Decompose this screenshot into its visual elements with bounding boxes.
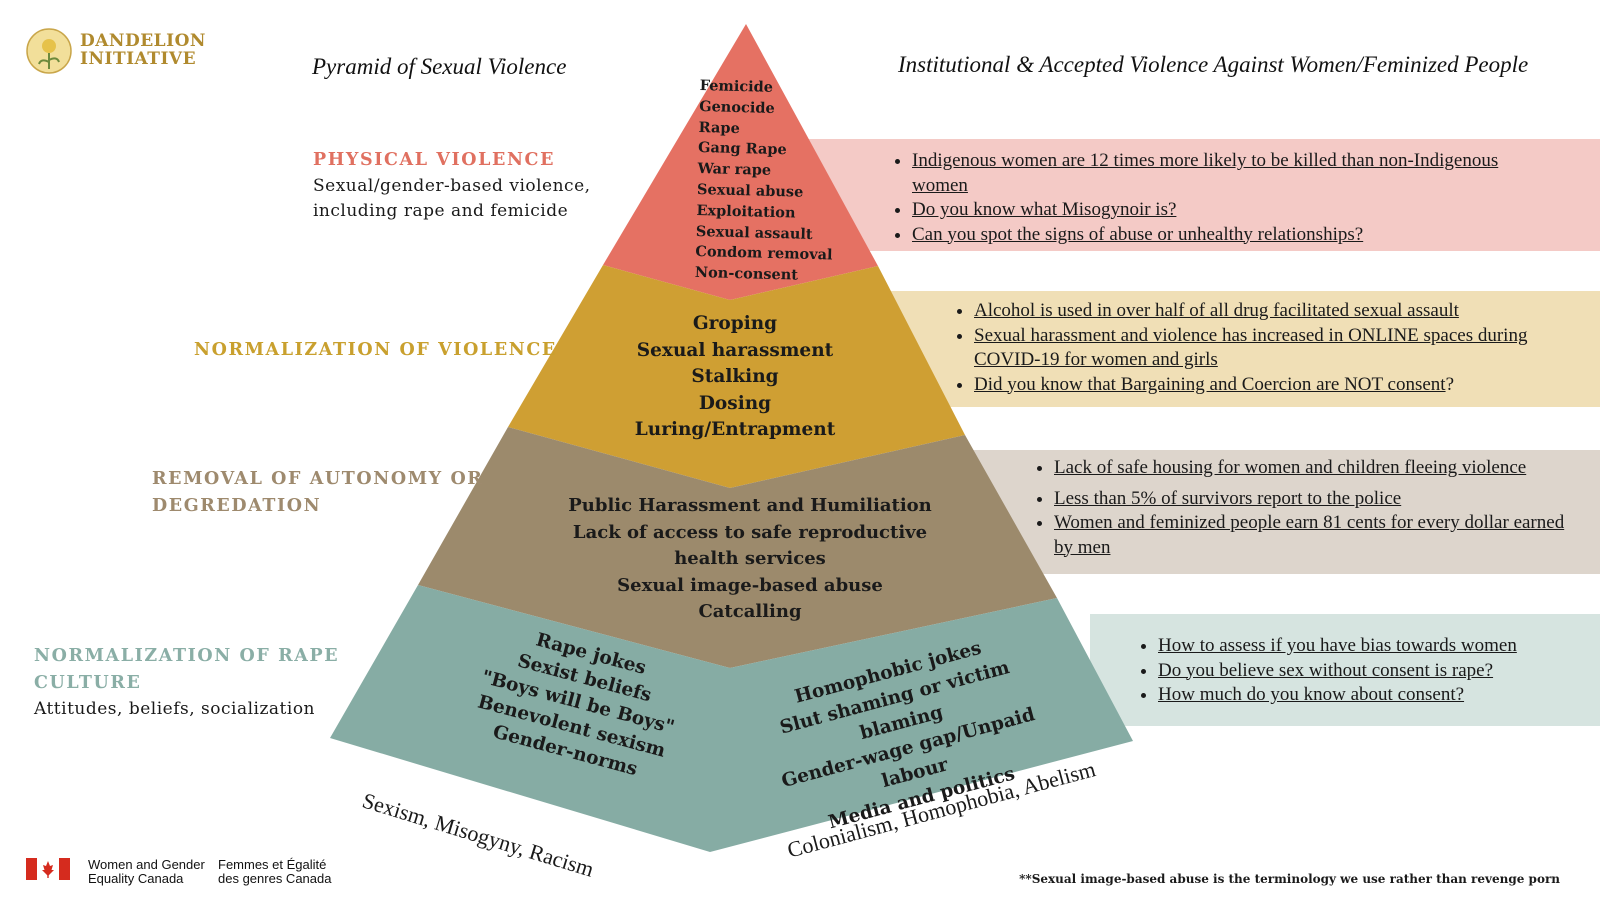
canada-flag-icon [26,858,70,880]
pyramid-tier-base [330,585,1133,852]
info-band-normalization: Alcohol is used in over half of all drug… [880,291,1600,407]
category-title: CULTURE [34,673,142,693]
tier-item: Sexual image-based abuse [617,574,883,596]
link-item[interactable]: Do you believe sex without consent is ra… [1158,659,1578,684]
diagram-title: Pyramid of Sexual Violence [312,54,567,79]
category-title: REMOVAL OF AUTONOMY OR [152,469,484,489]
link-item[interactable]: Lack of safe housing for women and child… [1054,456,1574,481]
info-band-autonomy: Lack of safe housing for women and child… [960,450,1600,574]
link-item[interactable]: Did you know that Bargaining and Coercio… [974,373,1574,398]
link-item[interactable]: Can you spot the signs of abuse or unhea… [912,223,1552,248]
gov-name-french: Femmes et Égalité des genres Canada [218,858,331,886]
tier-item: Non-consent [694,264,799,284]
tier-item: Luring/Entrapment [634,419,836,440]
tier-item: Lack of access to safe reproductive [572,521,928,543]
category-title: PHYSICAL VIOLENCE [313,150,556,170]
gov-name-english: Women and Gender Equality Canada [88,858,205,886]
category-removal-autonomy: REMOVAL OF AUTONOMY OR DEGREDATION [152,466,483,520]
link-item[interactable]: Do you know what Misogynoir is? [912,198,1552,223]
tier-item: Catcalling [698,601,802,622]
tier-item: Sexual harassment [636,339,834,361]
logo-wordmark: DANDELION INITIATIVE [80,32,206,68]
category-desc: Sexual/gender-based violence, [313,176,591,196]
link-list-normalization: Alcohol is used in over half of all drug… [974,299,1574,397]
tier-item: Genocide [698,97,775,117]
tier-third-list: Public Harassment and Humiliation Lack o… [560,493,940,626]
link-item[interactable]: Sexual harassment and violence has incre… [974,324,1574,373]
tier-item: Public Harassment and Humiliation [568,495,932,516]
category-desc: Attitudes, beliefs, socialization [34,699,316,719]
tier-item: Groping [692,313,778,334]
tier-item: health services [674,548,826,569]
gov-line: des genres Canada [218,871,332,886]
pyramid-tier-second [508,265,965,488]
logo-line-1: DANDELION [80,31,206,51]
link-item[interactable]: How much do you know about consent? [1158,683,1578,708]
link-list-rape-culture: How to assess if you have bias towards w… [1158,634,1578,708]
category-title: DEGREDATION [152,496,322,516]
tier-item: Stalking [691,366,779,387]
category-normalization-violence: NORMALIZATION OF VIOLENCE [194,340,557,360]
gov-line: Women and Gender [88,857,205,872]
dandelion-logo-icon [26,28,72,74]
info-band-rape-culture: How to assess if you have bias towards w… [1090,614,1600,726]
info-band-physical: Indigenous women are 12 times more likel… [800,139,1600,251]
footnote: **Sexual image-based abuse is the termin… [1019,872,1560,886]
link-item[interactable]: Less than 5% of survivors report to the … [1054,487,1574,512]
logo-line-2: INITIATIVE [80,49,197,69]
link-suffix: ? [1445,373,1454,395]
link-item[interactable]: Indigenous women are 12 times more likel… [912,149,1552,198]
gov-line: Femmes et Égalité [218,857,327,872]
tier-item: Dosing [698,392,772,414]
link-item[interactable]: How to assess if you have bias towards w… [1158,634,1578,659]
link-item[interactable]: Women and feminized people earn 81 cents… [1054,511,1574,560]
tier-top-list: Femicide Genocide Rape Gang Rape War rap… [695,76,838,287]
gov-line: Equality Canada [88,871,184,886]
link-text[interactable]: Did you know that Bargaining and Coercio… [974,373,1446,395]
category-desc: including rape and femicide [313,201,569,221]
pyramid-tier-third [418,427,1057,668]
link-list-autonomy: Lack of safe housing for women and child… [1054,456,1574,560]
link-list-physical: Indigenous women are 12 times more likel… [912,149,1552,247]
pyramid-tier-top [603,24,878,300]
tier-item: Exploitation [696,201,796,222]
link-item[interactable]: Alcohol is used in over half of all drug… [974,299,1574,324]
tier-second-list: Groping Sexual harassment Stalking Dosin… [600,311,870,444]
category-physical: PHYSICAL VIOLENCE Sexual/gender-based vi… [313,147,591,224]
category-title: NORMALIZATION OF RAPE [34,646,340,666]
side-panel-title: Institutional & Accepted Violence Agains… [898,52,1529,77]
category-rape-culture: NORMALIZATION OF RAPE CULTURE Attitudes,… [34,643,339,722]
